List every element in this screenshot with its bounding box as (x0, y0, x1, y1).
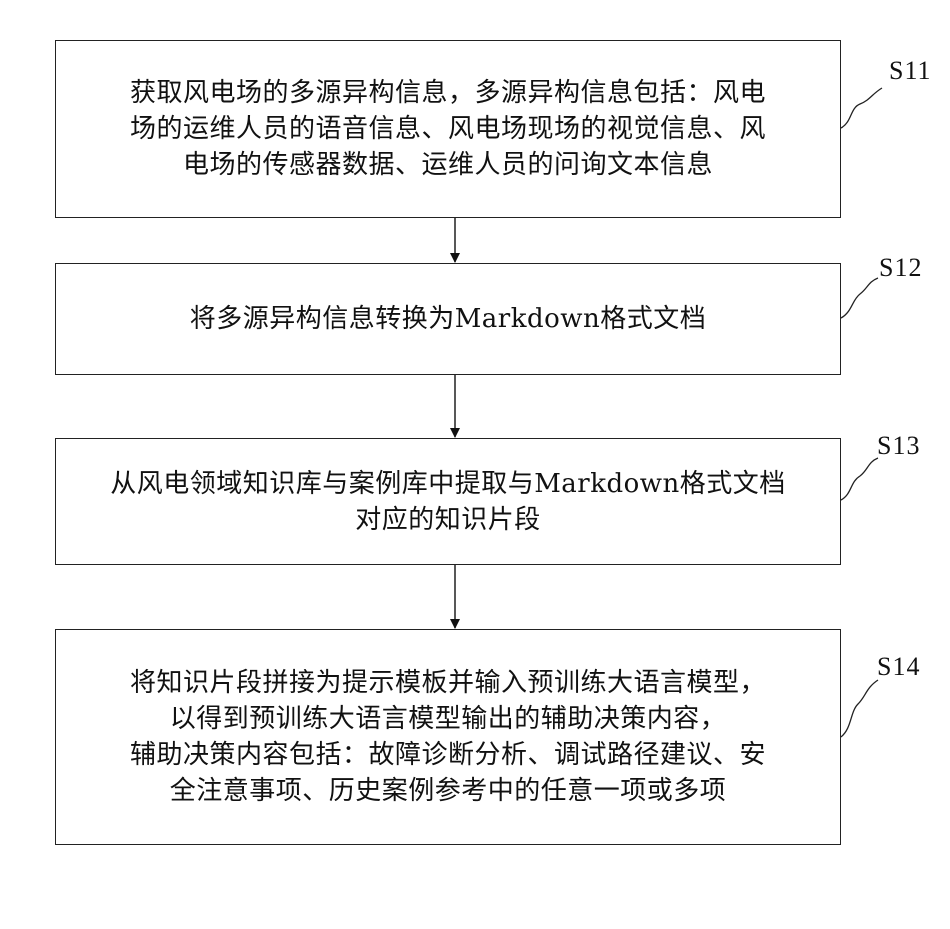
leader-s14 (841, 680, 878, 737)
step-text-s14: 将知识片段拼接为提示模板并输入预训练大语言模型， 以得到预训练大语言模型输出的辅… (130, 665, 766, 809)
step-s14-line-4: 全注意事项、历史案例参考中的任意一项或多项 (130, 773, 766, 809)
step-s12-line-1: 将多源异构信息转换为Markdown格式文档 (190, 301, 707, 337)
step-label-s13: S13 (877, 431, 920, 461)
step-s14-line-1: 将知识片段拼接为提示模板并输入预训练大语言模型， (130, 665, 766, 701)
step-box-s13: 从风电领域知识库与案例库中提取与Markdown格式文档 对应的知识片段 (55, 438, 841, 565)
step-label-s14: S14 (877, 652, 920, 682)
step-text-s11: 获取风电场的多源异构信息，多源异构信息包括：风电 场的运维人员的语音信息、风电场… (130, 75, 766, 183)
step-box-s14: 将知识片段拼接为提示模板并输入预训练大语言模型， 以得到预训练大语言模型输出的辅… (55, 629, 841, 845)
leader-s11 (841, 88, 882, 128)
step-s14-line-3: 辅助决策内容包括：故障诊断分析、调试路径建议、安 (130, 737, 766, 773)
step-box-s12: 将多源异构信息转换为Markdown格式文档 (55, 263, 841, 375)
step-s13-line-1: 从风电领域知识库与案例库中提取与Markdown格式文档 (110, 466, 786, 502)
step-s11-line-1: 获取风电场的多源异构信息，多源异构信息包括：风电 (130, 75, 766, 111)
step-label-s11: S11 (889, 56, 932, 86)
step-text-s12: 将多源异构信息转换为Markdown格式文档 (190, 301, 707, 337)
step-s14-line-2: 以得到预训练大语言模型输出的辅助决策内容， (130, 701, 766, 737)
leader-s13 (841, 458, 878, 500)
step-box-s11: 获取风电场的多源异构信息，多源异构信息包括：风电 场的运维人员的语音信息、风电场… (55, 40, 841, 218)
step-s11-line-3: 电场的传感器数据、运维人员的问询文本信息 (130, 147, 766, 183)
step-label-s12: S12 (879, 253, 922, 283)
step-text-s13: 从风电领域知识库与案例库中提取与Markdown格式文档 对应的知识片段 (110, 466, 786, 538)
step-s11-line-2: 场的运维人员的语音信息、风电场现场的视觉信息、风 (130, 111, 766, 147)
step-s13-line-2: 对应的知识片段 (110, 502, 786, 538)
leader-s12 (841, 278, 878, 318)
